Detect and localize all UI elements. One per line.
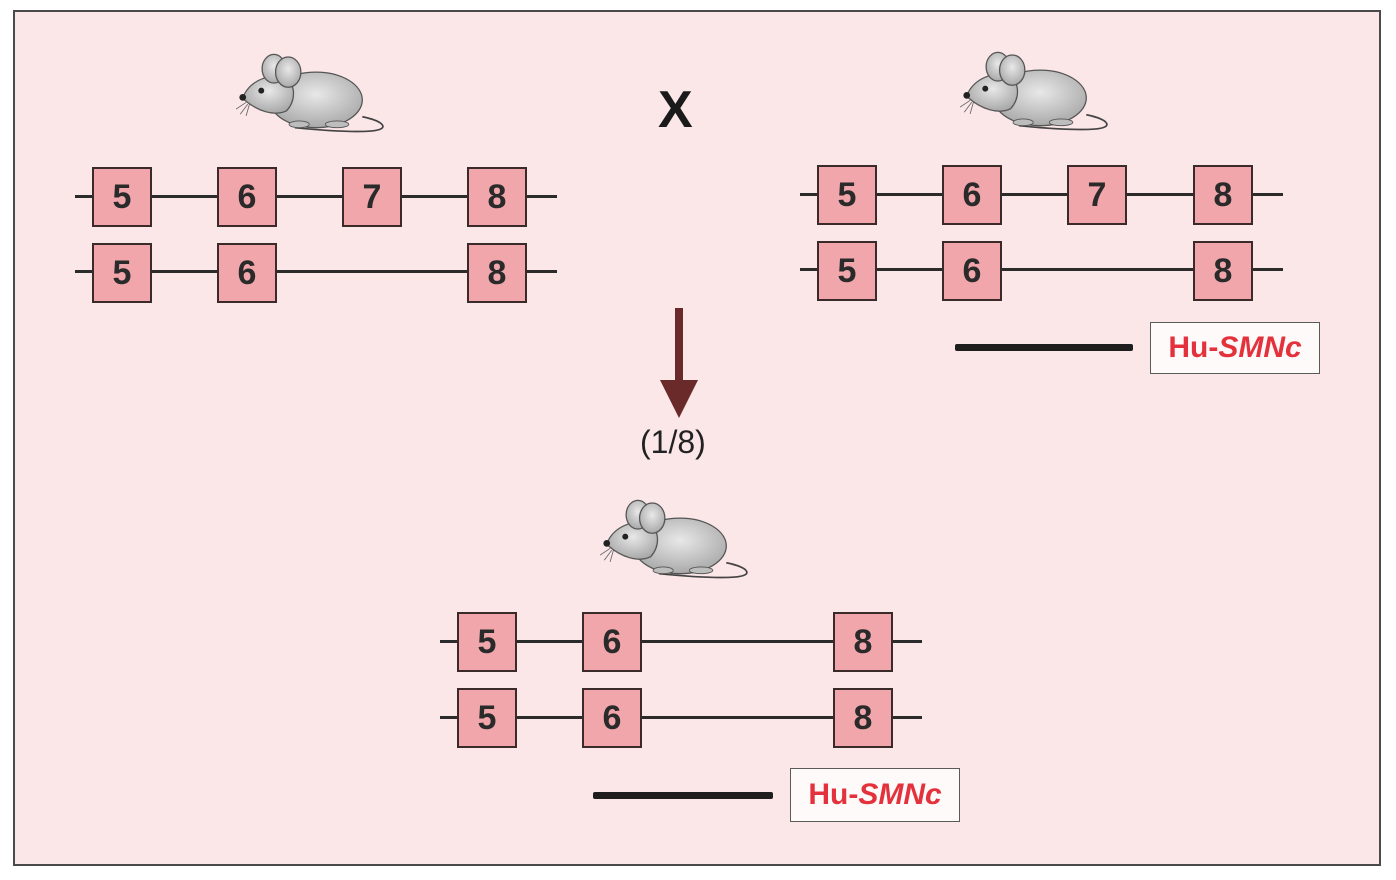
transgene-bar xyxy=(593,792,773,799)
exon-8: 8 xyxy=(833,688,893,748)
exon-7: 7 xyxy=(1067,165,1127,225)
exon-6: 6 xyxy=(217,167,277,227)
transgene-label: Hu-SMNc xyxy=(790,768,960,822)
exon-5: 5 xyxy=(817,241,877,301)
exon-8: 8 xyxy=(1193,241,1253,301)
exon-6: 6 xyxy=(582,612,642,672)
chromosome-line xyxy=(75,270,557,273)
chromosome-line xyxy=(440,640,922,643)
exon-5: 5 xyxy=(92,167,152,227)
exon-6: 6 xyxy=(942,165,1002,225)
exon-8: 8 xyxy=(467,243,527,303)
offspring-ratio: (1/8) xyxy=(640,424,706,460)
chromosome-line xyxy=(75,195,557,198)
transgene-gene: SMNc xyxy=(858,778,942,811)
figure-panel xyxy=(13,10,1381,866)
exon-5: 5 xyxy=(457,688,517,748)
exon-8: 8 xyxy=(1193,165,1253,225)
chromosome-line xyxy=(800,193,1283,196)
cross-symbol: X xyxy=(658,81,693,139)
exon-6: 6 xyxy=(582,688,642,748)
exon-7: 7 xyxy=(342,167,402,227)
mouse-icon xyxy=(600,499,748,579)
transgene-prefix: Hu- xyxy=(1168,331,1219,364)
mouse-icon xyxy=(960,51,1108,131)
down-arrow-icon xyxy=(660,308,698,418)
chromosome-line xyxy=(800,268,1283,271)
exon-8: 8 xyxy=(833,612,893,672)
exon-5: 5 xyxy=(92,243,152,303)
chromosome-line xyxy=(440,716,922,719)
exon-6: 6 xyxy=(942,241,1002,301)
exon-5: 5 xyxy=(817,165,877,225)
transgene-bar xyxy=(955,344,1133,351)
exon-8: 8 xyxy=(467,167,527,227)
mouse-icon xyxy=(236,53,384,133)
exon-6: 6 xyxy=(217,243,277,303)
exon-5: 5 xyxy=(457,612,517,672)
transgene-gene: SMNc xyxy=(1218,331,1302,364)
transgene-prefix: Hu- xyxy=(808,778,859,811)
transgene-label: Hu-SMNc xyxy=(1150,322,1320,374)
